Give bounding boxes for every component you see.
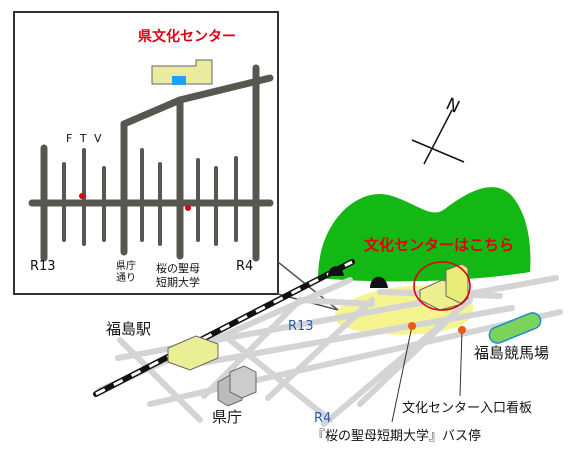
- culture-center-building-inset: [151, 59, 213, 85]
- prefectural-office-building: [217, 365, 257, 407]
- mountain: [318, 187, 531, 282]
- fukushima-station-building: [167, 335, 219, 371]
- inset-title: 県文化センター: [138, 29, 236, 45]
- ftv-marker: [79, 193, 85, 199]
- railway: [93, 259, 355, 397]
- fukushima-station-label: 福島駅: [106, 320, 152, 338]
- bus-stop-pin: [391, 322, 416, 423]
- tunnel-entrances: [328, 266, 388, 288]
- racecourse-track: [488, 312, 542, 344]
- racecourse-label: 福島競馬場: [474, 344, 550, 362]
- inset-r4-label: R4: [236, 259, 254, 274]
- culture-center-building: [419, 263, 469, 311]
- inset-college-label-2: 短期大学: [156, 276, 200, 289]
- entrance-sign-label: 文化センター入口看板: [402, 401, 533, 416]
- culture-center-callout: 文化センターはこちら: [364, 236, 515, 254]
- inset-college-label-1: 桜の聖母: [156, 262, 200, 275]
- r4-label: R4: [314, 411, 332, 426]
- culture-center-circle: [413, 261, 471, 311]
- inset-map: [13, 11, 339, 311]
- inset-kencho-dori-label-1: 県庁: [116, 261, 136, 272]
- inset-ftv-label: F T V: [66, 132, 104, 145]
- college-marker: [185, 205, 191, 211]
- inset-kencho-dori-label-2: 通り: [116, 273, 136, 284]
- prefectural-office-label: 県庁: [212, 408, 243, 426]
- inset-r13-label: R13: [30, 259, 56, 274]
- r13-label: R13: [288, 319, 314, 334]
- bus-stop-label: 『桜の聖母短期大学』バス停: [312, 429, 482, 444]
- entrance-sign-pin: [458, 326, 466, 397]
- compass-icon: [411, 109, 465, 165]
